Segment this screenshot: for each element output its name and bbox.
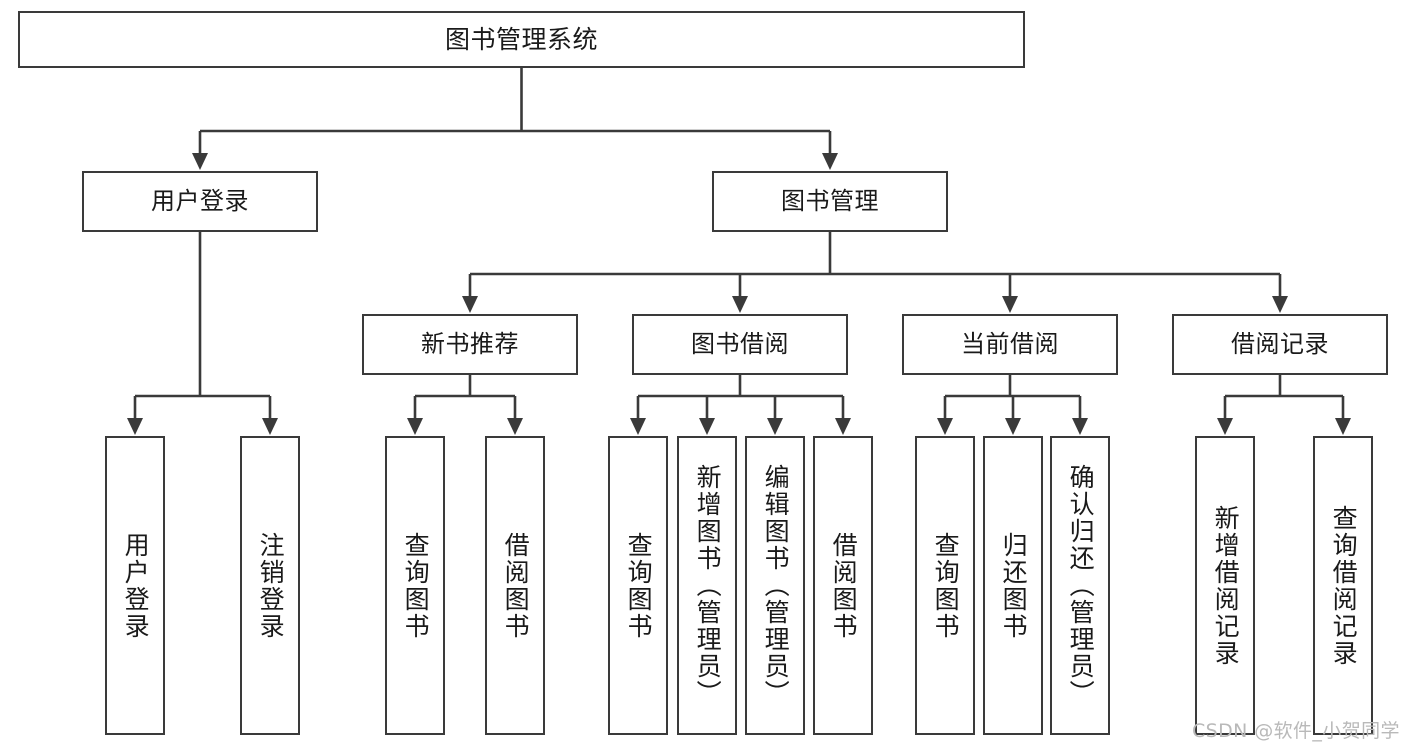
node-label: 归还图书: [999, 531, 1029, 640]
arrow-head-icon: [1217, 418, 1233, 435]
node-borrow-record[interactable]: 借阅记录: [1172, 314, 1388, 375]
node-label: 查询图书: [401, 531, 431, 640]
node-leaf-rec-query-book[interactable]: 查询图书: [385, 436, 445, 735]
arrow-head-icon: [462, 296, 478, 313]
node-label: 借阅图书: [501, 531, 531, 640]
arrow-head-icon: [822, 153, 838, 170]
node-leaf-rec-borrow-book[interactable]: 借阅图书: [485, 436, 545, 735]
node-label: 确认归还（管理员）: [1066, 464, 1096, 707]
csdn-watermark: CSDN @软件_小贺同学: [1192, 720, 1400, 742]
node-new-book-recommend[interactable]: 新书推荐: [362, 314, 578, 375]
node-leaf-borrow-edit-book[interactable]: 编辑图书（管理员）: [745, 436, 805, 735]
arrow-head-icon: [1335, 418, 1351, 435]
node-label: 新增图书（管理员）: [693, 464, 723, 707]
node-leaf-current-return-book[interactable]: 归还图书: [983, 436, 1043, 735]
node-label: 图书管理系统: [444, 25, 598, 54]
node-book-manage[interactable]: 图书管理: [712, 171, 948, 232]
node-label: 图书借阅: [691, 329, 789, 358]
node-book-borrow[interactable]: 图书借阅: [632, 314, 848, 375]
node-label: 用户登录: [151, 186, 249, 215]
arrow-head-icon: [732, 296, 748, 313]
arrow-head-icon: [1272, 296, 1288, 313]
arrow-head-icon: [127, 418, 143, 435]
node-leaf-user-login[interactable]: 用户登录: [105, 436, 165, 735]
node-leaf-borrow-query-book[interactable]: 查询图书: [608, 436, 668, 735]
node-label: 查询图书: [624, 531, 654, 640]
arrow-head-icon: [1072, 418, 1088, 435]
arrow-head-icon: [507, 418, 523, 435]
node-leaf-record-query[interactable]: 查询借阅记录: [1313, 436, 1373, 735]
arrow-head-icon: [937, 418, 953, 435]
arrow-head-icon: [1005, 418, 1021, 435]
node-label: 编辑图书（管理员）: [761, 464, 791, 707]
node-leaf-borrow-borrow-book[interactable]: 借阅图书: [813, 436, 873, 735]
node-label: 用户登录: [121, 531, 151, 640]
node-label: 借阅图书: [829, 531, 859, 640]
arrow-head-icon: [407, 418, 423, 435]
node-label: 新书推荐: [421, 329, 519, 358]
node-root[interactable]: 图书管理系统: [18, 11, 1025, 68]
arrow-head-icon: [262, 418, 278, 435]
node-current-borrow[interactable]: 当前借阅: [902, 314, 1118, 375]
node-leaf-borrow-add-book[interactable]: 新增图书（管理员）: [677, 436, 737, 735]
node-leaf-current-query-book[interactable]: 查询图书: [915, 436, 975, 735]
node-user-login[interactable]: 用户登录: [82, 171, 318, 232]
node-leaf-current-confirm-return[interactable]: 确认归还（管理员）: [1050, 436, 1110, 735]
node-label: 注销登录: [256, 531, 286, 640]
arrow-head-icon: [835, 418, 851, 435]
node-label: 查询借阅记录: [1329, 504, 1359, 667]
arrow-head-icon: [192, 153, 208, 170]
node-label: 借阅记录: [1231, 329, 1329, 358]
node-label: 当前借阅: [961, 329, 1059, 358]
arrow-head-icon: [767, 418, 783, 435]
node-label: 查询图书: [931, 531, 961, 640]
arrow-head-icon: [630, 418, 646, 435]
arrow-head-icon: [699, 418, 715, 435]
node-leaf-user-logout[interactable]: 注销登录: [240, 436, 300, 735]
node-label: 图书管理: [781, 186, 879, 215]
node-label: 新增借阅记录: [1211, 504, 1241, 667]
node-leaf-record-add[interactable]: 新增借阅记录: [1195, 436, 1255, 735]
arrow-head-icon: [1002, 296, 1018, 313]
